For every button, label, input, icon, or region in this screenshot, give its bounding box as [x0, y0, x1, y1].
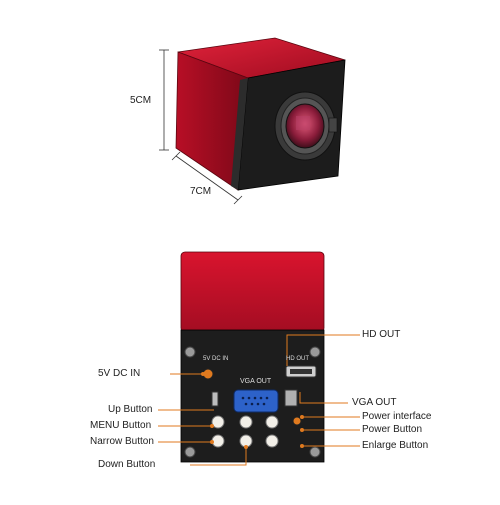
- panel-hd-out-marking: HD OUT: [286, 356, 309, 362]
- callout-menu-button: MENU Button: [90, 420, 152, 431]
- callout-power-interface: Power interface: [362, 411, 432, 422]
- camera-front-view: [175, 37, 346, 191]
- panel-vga-out-marking: VGA OUT: [240, 378, 272, 385]
- callout-enlarge-button: Enlarge Button: [362, 440, 429, 451]
- callout-lines: [158, 334, 360, 466]
- callout-dots: [201, 372, 304, 449]
- dimension-lines: [159, 49, 243, 205]
- height-dimension-label: 5CM: [130, 95, 152, 106]
- callout-hd-out: HD OUT: [362, 329, 401, 340]
- callout-vga-out: VGA OUT: [352, 397, 397, 408]
- callout-up-button: Up Button: [108, 404, 153, 415]
- callout-power-button: Power Button: [362, 424, 423, 435]
- callout-dc-in: 5V DC IN: [98, 368, 141, 379]
- width-dimension-label: 7CM: [190, 186, 212, 197]
- panel-dc-in-marking: 5V DC IN: [203, 356, 229, 362]
- callout-down-button: Down Button: [98, 459, 156, 470]
- callout-narrow-button: Narrow Button: [90, 436, 154, 447]
- control-buttons: [211, 415, 279, 448]
